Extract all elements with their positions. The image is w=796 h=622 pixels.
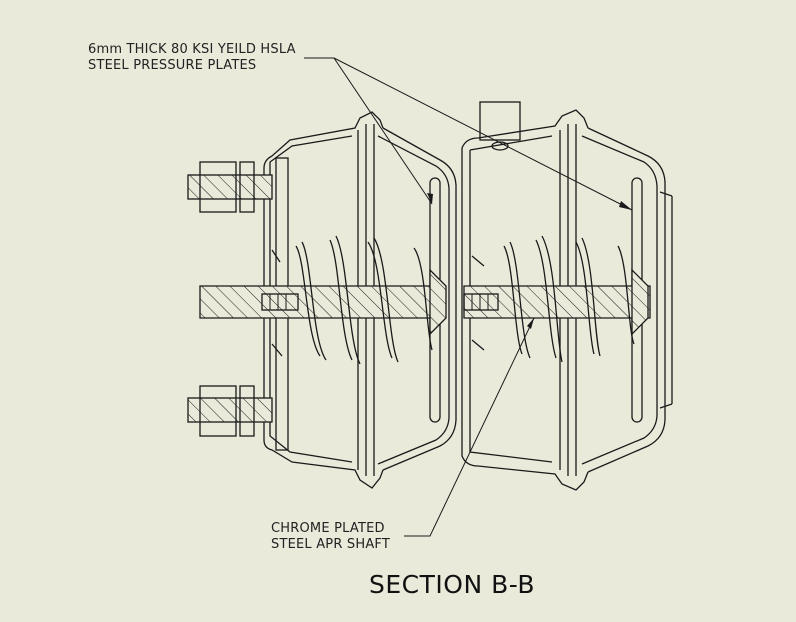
left-mounting-studs xyxy=(187,161,273,437)
callout-line-1: CHROME PLATED xyxy=(271,521,385,536)
shaft-callout: CHROME PLATED STEEL APR SHAFT xyxy=(271,521,390,553)
apr-shaft xyxy=(199,268,651,336)
callout-line-2: STEEL APR SHAFT xyxy=(271,537,391,552)
pressure-plates-callout: 6mm THICK 80 KSI YEILD HSLA STEEL PRESSU… xyxy=(88,42,296,74)
right-chamber-housing xyxy=(461,101,673,491)
return-springs xyxy=(271,235,635,365)
callout-line-1: 6mm THICK 80 KSI YEILD HSLA xyxy=(88,42,296,57)
section-title: SECTION B-B xyxy=(369,570,536,599)
callout-line-2: STEEL PRESSURE PLATES xyxy=(88,58,257,73)
leader-lines xyxy=(304,57,633,537)
